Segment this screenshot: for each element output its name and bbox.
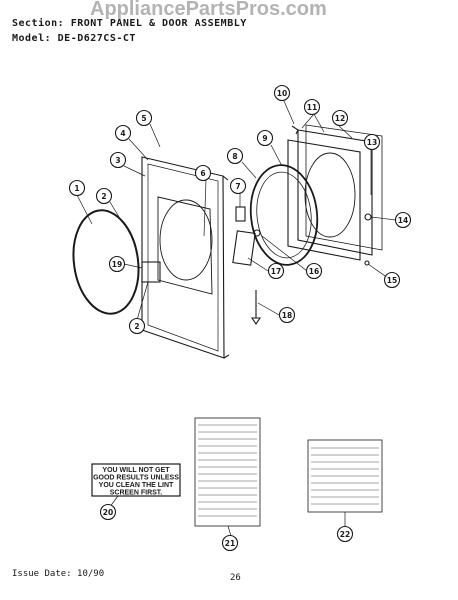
callout-20: 20 <box>103 508 113 517</box>
callout-8: 8 <box>232 152 237 161</box>
callout-14-circle <box>394 211 412 229</box>
callout-15-circle <box>383 271 401 289</box>
callout-11-circle <box>303 98 321 116</box>
callout-21: 21 <box>225 539 235 548</box>
callout-16-circle <box>305 262 323 280</box>
callout-2: 2 <box>101 192 106 201</box>
callout-22-circle <box>336 525 354 543</box>
callout-3: 3 <box>115 156 120 165</box>
warning-label-21-shape <box>194 417 261 527</box>
callout-17-circle <box>267 262 285 280</box>
callout-4: 4 <box>120 129 125 138</box>
callout-21-circle <box>221 534 239 552</box>
issue-date: Issue Date: 10/90 <box>12 569 105 579</box>
callout-7: 7 <box>235 182 240 191</box>
latch-shape <box>141 261 161 283</box>
callout-9-circle <box>256 129 274 147</box>
callout-12: 12 <box>335 114 345 123</box>
page-number: 26 <box>230 573 241 583</box>
callout-1: 1 <box>74 184 79 193</box>
callout-18: 18 <box>282 311 292 320</box>
callout-16: 16 <box>309 267 319 276</box>
callout-5: 5 <box>141 114 146 123</box>
model-value: DE-D627CS-CT <box>57 33 136 44</box>
door-assembly-shape <box>287 124 383 261</box>
callout-3-circle <box>109 151 127 169</box>
section-label: Section: <box>12 18 65 29</box>
front-panel-shape <box>141 156 230 359</box>
callout-6-circle <box>194 164 212 182</box>
model-label: Model: <box>12 33 52 44</box>
label-plate-shape <box>232 230 256 266</box>
lint-label-line-4: SCREEN FIRST. <box>110 490 163 497</box>
callout-2b: 2 <box>134 322 139 331</box>
callout-13: 13 <box>367 138 377 147</box>
callout-2-circle <box>95 187 113 205</box>
lint-label-line-1: YOU WILL NOT GET <box>102 467 170 474</box>
callout-1-circle <box>68 179 86 197</box>
section-value: FRONT PANEL & DOOR ASSEMBLY <box>70 18 247 29</box>
callout-15: 15 <box>387 276 397 285</box>
door-glass-ring <box>72 209 140 315</box>
callout-19: 19 <box>112 260 122 269</box>
callout-8-circle <box>226 147 244 165</box>
callout-14: 14 <box>398 216 408 225</box>
callout-7-circle <box>229 177 247 195</box>
callout-2b-circle <box>128 317 146 335</box>
callout-5-circle <box>135 109 153 127</box>
callout-22: 22 <box>340 530 350 539</box>
lint-label-line-2: GOOD RESULTS UNLESS <box>93 475 179 482</box>
callout-10-circle <box>273 84 291 102</box>
section-line: Section: FRONT PANEL & DOOR ASSEMBLY <box>12 18 247 29</box>
watermark: AppliancePartsPros.com <box>90 0 327 20</box>
callout-19-circle <box>108 255 126 273</box>
callout-6: 6 <box>200 169 205 178</box>
callout-18-circle <box>278 306 296 324</box>
callout-20-circle <box>99 503 117 521</box>
lint-label-box <box>91 463 181 497</box>
callout-9: 9 <box>262 134 267 143</box>
callout-17: 17 <box>271 267 281 276</box>
hinge-shape <box>235 206 246 222</box>
callout-4-circle <box>114 124 132 142</box>
lint-label-line-3: YOU CLEAN THE LINT <box>99 482 174 489</box>
model-line: Model: DE-D627CS-CT <box>12 33 136 44</box>
warning-label-22-shape <box>307 439 383 513</box>
callout-13-circle <box>363 133 381 151</box>
callout-10: 10 <box>277 89 287 98</box>
callout-12-circle <box>331 109 349 127</box>
door-frame-ring <box>249 164 319 266</box>
callout-11: 11 <box>307 103 317 112</box>
